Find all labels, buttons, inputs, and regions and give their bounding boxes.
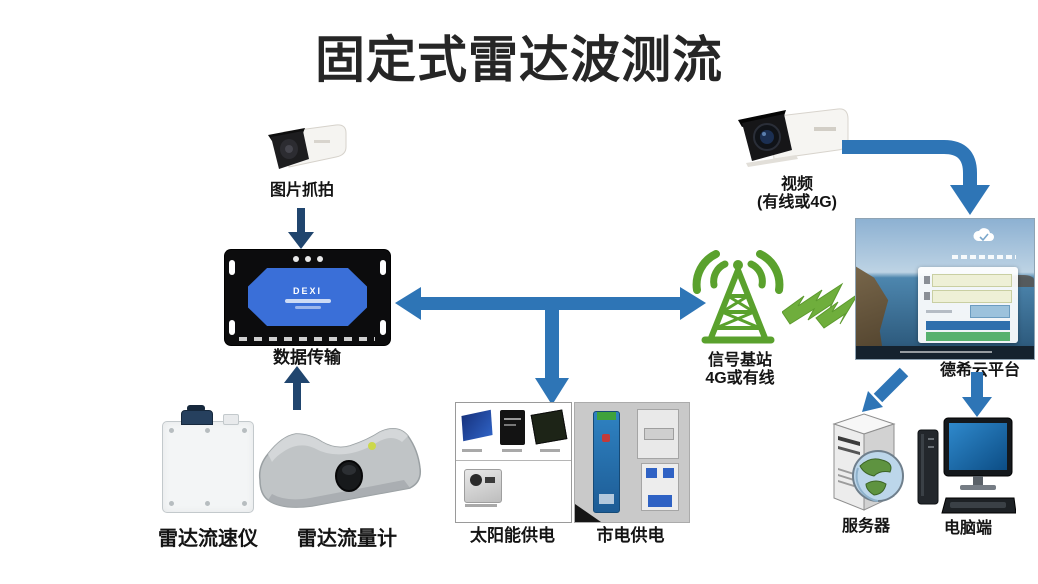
server-icon — [832, 413, 904, 511]
cloud-platform-label: 德希云平台 — [939, 362, 1020, 379]
video-label-line1: 视频 — [780, 176, 813, 193]
image-capture-label: 图片抓拍 — [269, 182, 334, 199]
snapshot-camera-icon — [268, 124, 347, 169]
data-transmission-label: 数据传输 — [273, 348, 341, 367]
circuit-breaker-bottom-icon — [641, 463, 679, 511]
arrow-platform-to-pc — [962, 372, 992, 417]
solar-power-label: 太阳能供电 — [470, 526, 555, 545]
solar-regulator-icon — [464, 469, 502, 503]
wireless-lightning-icon — [782, 282, 859, 329]
base-station-label-line1: 信号基站 — [707, 352, 772, 369]
radar-flow-meter — [258, 428, 422, 508]
base-station-label: 信号基站 4G或有线 — [690, 352, 790, 389]
remember-me-row[interactable] — [926, 310, 952, 313]
arrow-radar-to-dtu — [284, 366, 310, 410]
video-label: 视频 (有线或4G) — [742, 176, 852, 213]
radar-velocity-meter — [162, 405, 254, 513]
login-username-field[interactable] — [932, 274, 1012, 287]
cloud-platform-screenshot — [855, 218, 1035, 360]
signal-tower-icon — [692, 250, 784, 344]
cliff-graphic — [856, 266, 889, 359]
dtu-front-panel: DEXI — [248, 268, 367, 326]
solar-panel-icon — [461, 409, 493, 442]
login-blue-bar[interactable] — [926, 321, 1010, 330]
battery-icon — [500, 410, 525, 445]
circuit-breaker-top-icon — [637, 409, 679, 459]
server-label: 服务器 — [841, 518, 890, 535]
dtu-device: DEXI — [225, 250, 390, 345]
video-label-line2: (有线或4G) — [756, 194, 837, 212]
radar-flow-label: 雷达流量计 — [297, 528, 397, 550]
base-station-label-line2: 4G或有线 — [705, 370, 775, 388]
video-camera-icon — [738, 108, 849, 167]
charge-controller-icon — [530, 409, 568, 445]
pc-icon — [917, 417, 1016, 514]
mains-power-label: 市电供电 — [596, 526, 665, 545]
login-green-bar[interactable] — [926, 332, 1010, 341]
login-button[interactable] — [970, 305, 1010, 318]
din-power-supply-icon — [593, 411, 620, 513]
login-card — [918, 267, 1018, 343]
pc-label: 电脑端 — [943, 520, 992, 537]
arrow-camera-to-dtu — [288, 208, 314, 249]
platform-logo-text — [952, 255, 1016, 259]
platform-footer-bar — [856, 346, 1034, 359]
dtu-brand-text: DEXI — [292, 285, 322, 296]
platform-logo-icon — [973, 228, 994, 242]
solar-power-image — [455, 402, 572, 523]
dtu-ports — [239, 337, 375, 341]
mains-power-image — [574, 402, 690, 523]
page-title: 固定式雷达波测流 — [315, 32, 723, 88]
arrow-camera-to-platform — [842, 140, 990, 215]
arrow-dtu-station-power — [395, 287, 706, 405]
login-password-field[interactable] — [932, 290, 1012, 303]
arrow-platform-to-server — [862, 367, 909, 412]
radar-velocity-label: 雷达流速仪 — [158, 528, 258, 550]
